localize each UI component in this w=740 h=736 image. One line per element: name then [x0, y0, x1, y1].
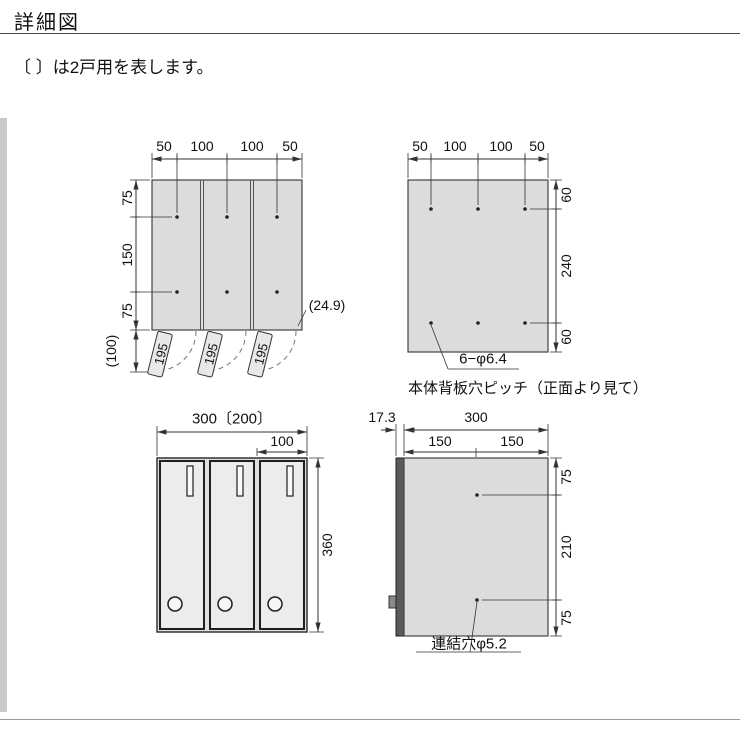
back-top-dim-3: 50 [529, 138, 545, 154]
side-right-dim-0: 75 [558, 469, 574, 485]
open-door [247, 330, 273, 378]
title-underline [0, 33, 740, 34]
bracket-note: 〔 〕は2戸用を表します。 [14, 58, 214, 77]
side-right-dim-1: 210 [558, 535, 574, 559]
front-open-top-dim-0: 50 [156, 138, 172, 154]
back-top-dim-2: 100 [489, 138, 513, 154]
back-right-dim-0: 60 [558, 187, 574, 203]
handle-slot [186, 465, 194, 497]
back-top-dim-0: 50 [412, 138, 428, 154]
side-half-width-dim-1: 150 [500, 433, 524, 449]
side-right-dim-2: 75 [558, 610, 574, 626]
back-view-caption: 本体背板穴ピッチ（正面より見て） [408, 380, 648, 397]
closed-doors [159, 460, 305, 630]
open-door [147, 330, 173, 378]
latch-bump [388, 595, 397, 609]
lock-circle [167, 596, 183, 612]
open-door-blades [147, 330, 297, 378]
front-open-top-dim-2: 100 [240, 138, 264, 154]
front-open-left-dim-2: 75 [119, 303, 135, 319]
front-open-dimension-lines [130, 153, 307, 373]
back-plate [407, 179, 549, 353]
side-view-drawing [381, 424, 562, 653]
lock-circle [217, 596, 233, 612]
back-hole-note: 6−φ6.4 [459, 350, 507, 368]
hole-dots [429, 207, 527, 325]
bottom-rule [0, 719, 740, 720]
side-hole-note: 連結穴φ5.2 [431, 635, 507, 653]
back-right-dim-1: 240 [558, 254, 574, 278]
front-open-top-dim-3: 50 [282, 138, 298, 154]
side-width-dim: 300 [464, 409, 488, 425]
hole-dots [475, 493, 479, 602]
side-depth-dim: 17.3 [368, 409, 396, 425]
handle-slot [236, 465, 244, 497]
side-half-width-dim-0: 150 [428, 433, 452, 449]
handle-slot [286, 465, 294, 497]
front-height-dim: 360 [319, 533, 335, 557]
left-accent-bar [0, 118, 7, 712]
front-open-view-drawing [130, 153, 307, 378]
back-view-drawing [407, 153, 562, 370]
front-open-door-dim: (100) [103, 334, 119, 368]
back-top-dim-1: 100 [443, 138, 467, 154]
open-door [197, 330, 223, 378]
front-door-width-dim: 100 [270, 433, 294, 449]
front-open-left-dim-1: 150 [119, 243, 135, 267]
page-title: 詳細図 [14, 12, 80, 34]
front-width-dim: 300〔200〕 [191, 410, 273, 428]
front-open-left-dim-0: 75 [119, 190, 135, 206]
door-edge-strip [395, 457, 405, 637]
back-right-dim-2: 60 [558, 329, 574, 345]
lock-circle [267, 596, 283, 612]
panel-thickness-note: (24.9) [308, 297, 346, 313]
hole-dots [175, 215, 279, 294]
front-view-drawing [156, 426, 324, 633]
front-open-top-dim-1: 100 [190, 138, 214, 154]
